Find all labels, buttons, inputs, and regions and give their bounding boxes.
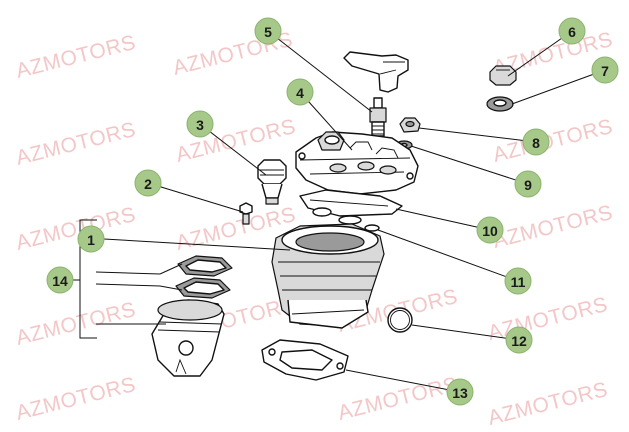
spark-plug (369, 97, 387, 137)
callout-9: 9 (514, 170, 542, 198)
watermark: AZMOTORS (336, 373, 461, 425)
callout-13: 13 (446, 378, 474, 406)
callout-number: 12 (511, 333, 527, 349)
watermark: AZMOTORS (14, 31, 139, 83)
leader-lines (73, 30, 606, 393)
callout-10: 10 (476, 216, 504, 244)
callout-number: 8 (532, 135, 540, 151)
screw (239, 202, 253, 225)
callout-number: 13 (452, 385, 468, 401)
callout-1: 1 (77, 225, 105, 253)
watermark: AZMOTORS (491, 201, 616, 253)
o-ring-set (312, 207, 380, 232)
watermark: AZMOTORS (486, 293, 611, 345)
watermark: AZMOTORS (491, 115, 616, 167)
callout-number: 9 (524, 177, 532, 193)
callout-5: 5 (254, 17, 282, 45)
watermark: AZMOTORS (14, 373, 139, 425)
callout-number: 4 (296, 85, 304, 101)
piston (151, 299, 225, 377)
callout-2: 2 (134, 169, 162, 197)
callout-number: 10 (482, 223, 498, 239)
callout-number: 14 (52, 273, 68, 289)
watermark: AZMOTORS (486, 378, 611, 430)
callout-14: 14 (46, 266, 74, 294)
callout-4: 4 (286, 78, 314, 106)
callout-3: 3 (186, 110, 214, 138)
watermark: AZMOTORS (14, 118, 139, 170)
callout-6: 6 (558, 17, 586, 45)
cylinder-head (295, 131, 419, 195)
callout-12: 12 (505, 326, 533, 354)
callout-number: 5 (264, 24, 272, 40)
o-ring (387, 307, 413, 333)
callout-8: 8 (522, 128, 550, 156)
spark-plug-cap (343, 51, 409, 93)
nut (399, 117, 421, 133)
thermostat (257, 159, 287, 205)
watermark: AZMOTORS (14, 203, 139, 255)
callout-number: 11 (511, 274, 526, 290)
callout-11: 11 (504, 267, 532, 295)
cylinder (271, 223, 385, 329)
callout-number: 6 (568, 24, 576, 40)
base-gasket (261, 339, 349, 381)
bolt (489, 65, 517, 86)
callout-7: 7 (591, 56, 619, 84)
callout-number: 2 (144, 176, 152, 192)
callout-number: 3 (196, 117, 204, 133)
callout-number: 7 (601, 63, 609, 79)
callout-number: 1 (87, 232, 95, 248)
piston-rings (175, 255, 233, 299)
washer (486, 96, 514, 112)
